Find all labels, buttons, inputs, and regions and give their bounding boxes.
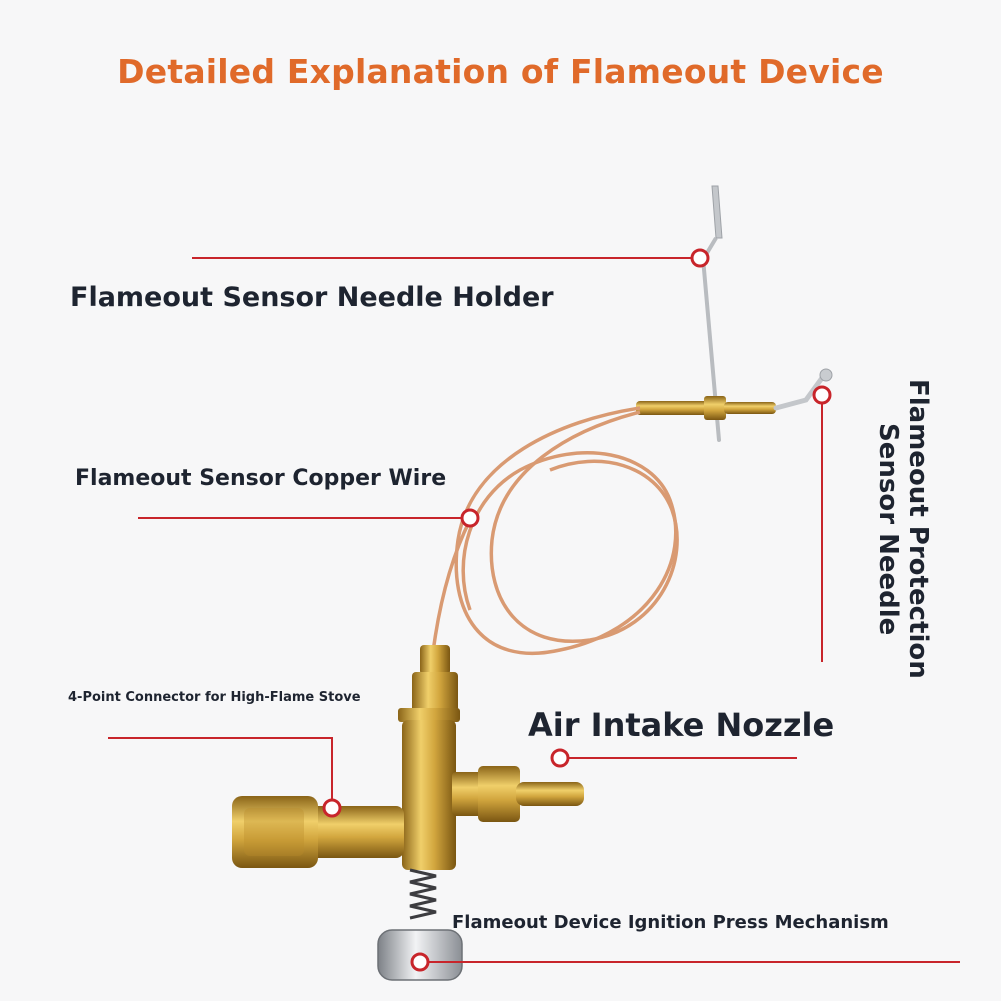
copper-wire <box>430 406 679 661</box>
protection-sensor-needle <box>636 368 833 420</box>
marker-copper-wire <box>460 508 480 528</box>
marker-connector <box>322 798 342 818</box>
marker-press <box>410 952 430 972</box>
marker-needle-holder <box>690 248 710 268</box>
label-press-mechanism: Flameout Device Ignition Press Mechanism <box>452 912 889 933</box>
label-protection-needle: Flameout Protection Sensor Needle <box>873 363 933 695</box>
label-protection-needle-line1: Flameout Protection <box>903 379 933 679</box>
marker-protection-needle <box>812 385 832 405</box>
label-copper-wire: Flameout Sensor Copper Wire <box>75 466 447 491</box>
label-needle-holder: Flameout Sensor Needle Holder <box>70 282 554 313</box>
brass-valve-body <box>232 645 584 870</box>
leader-line-connector <box>108 737 333 808</box>
label-connector: 4-Point Connector for High-Flame Stove <box>68 690 361 705</box>
diagram-title: Detailed Explanation of Flameout Device <box>117 52 884 91</box>
label-air-intake: Air Intake Nozzle <box>528 706 835 744</box>
label-protection-needle-line2: Sensor Needle <box>873 422 903 636</box>
marker-air-intake <box>550 748 570 768</box>
leader-lines <box>108 257 960 963</box>
callout-markers <box>322 248 832 972</box>
